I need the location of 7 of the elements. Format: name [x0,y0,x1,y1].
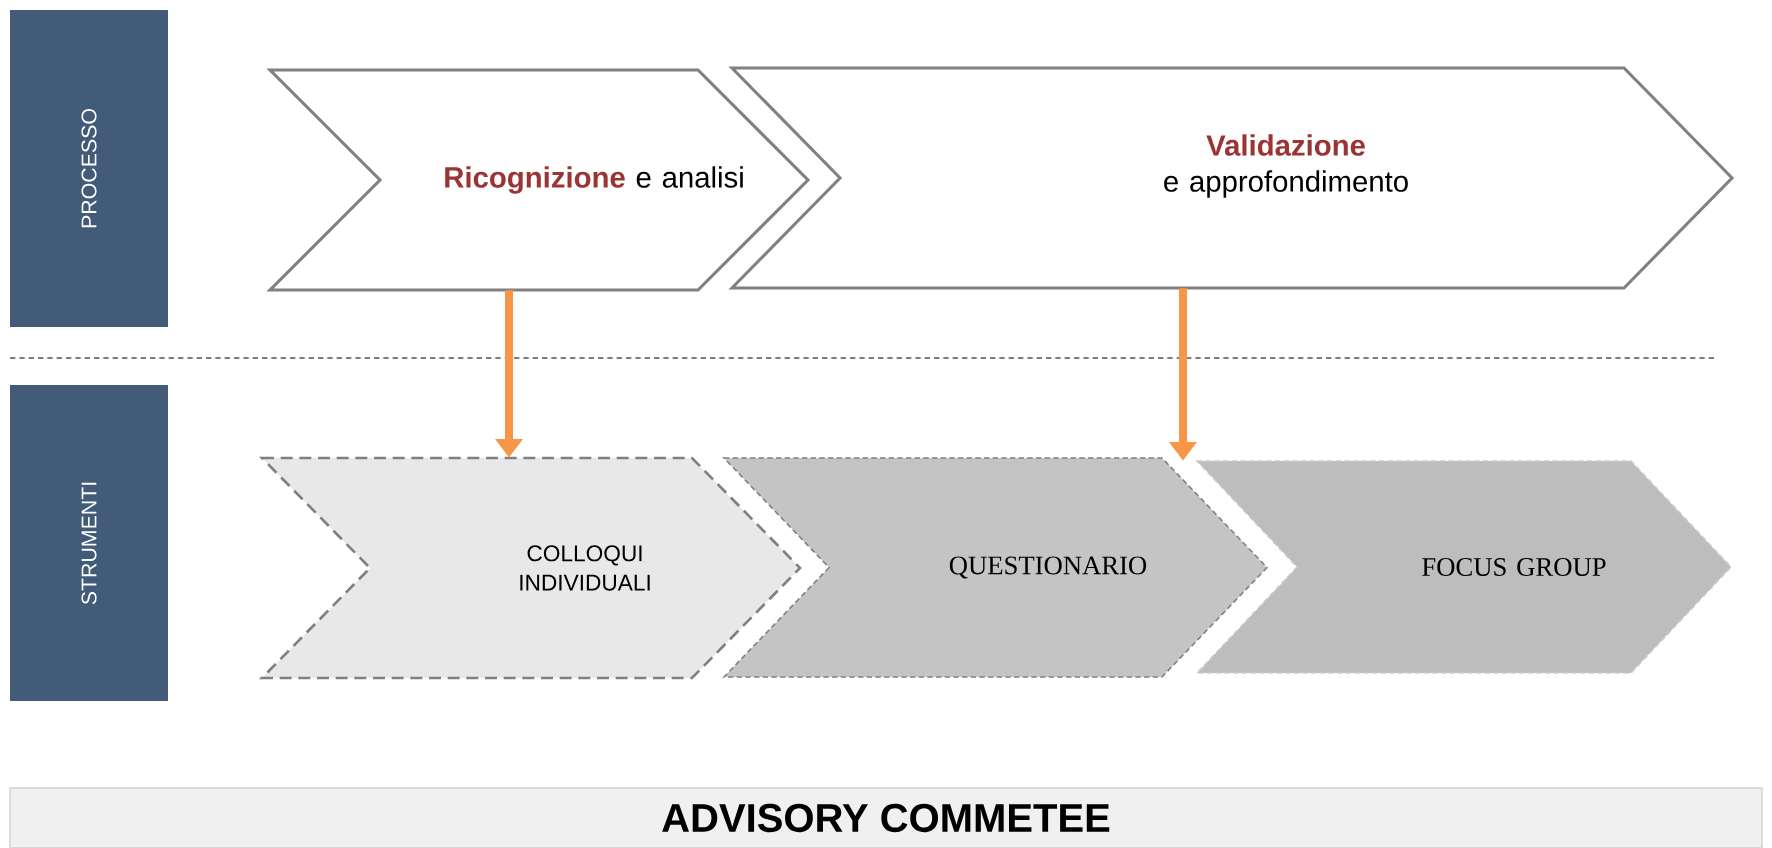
side-band: STRUMENTI [10,385,168,701]
side-band: PROCESSO [10,10,168,327]
title-bar: ADVISORY COMMETEE [9,787,1763,848]
chevron-box: QUESTIONARIO [722,457,1269,678]
chevron-box: COLLOQUI INDIVIDUALI [258,456,802,680]
chevron-box: FOCUS GROUP [1195,460,1733,674]
chevron-box: Ricognizione e analisi [266,68,811,292]
